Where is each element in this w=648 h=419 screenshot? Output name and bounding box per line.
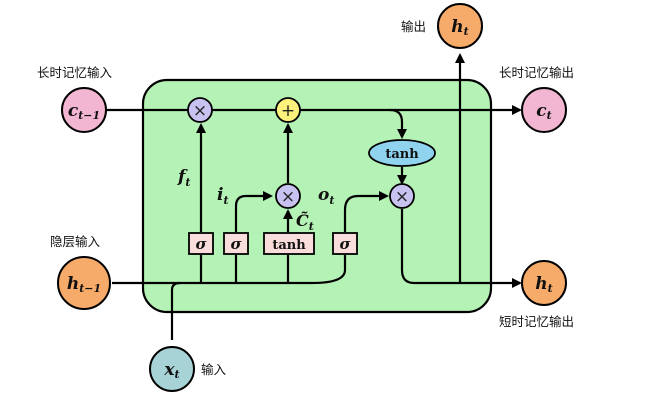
output-sigmoid-box: σ: [332, 232, 358, 255]
svg-text:xt: xt: [163, 360, 179, 381]
caption-long-term-output: 长时记忆输出: [499, 65, 574, 80]
add-symbol: +: [281, 101, 295, 121]
output-gate-label: ot: [318, 185, 334, 207]
caption-output: 输出: [401, 19, 426, 34]
svg-text:ht−1: ht−1: [67, 274, 101, 295]
input-multiply-op: ×: [275, 183, 301, 209]
svg-text:ct: ct: [536, 101, 551, 122]
forget-sigmoid-box: σ: [188, 232, 214, 255]
sigma-label: σ: [195, 235, 207, 253]
multiply-symbol: ×: [395, 187, 409, 207]
forget-multiply-op: ×: [187, 97, 213, 123]
h-top-node: ht: [437, 3, 483, 49]
caption-hidden-input: 隐层输入: [50, 234, 101, 249]
svg-text:ht: ht: [451, 17, 468, 38]
connection-wires: [106, 53, 522, 340]
caption-long-term-input: 长时记忆输入: [37, 65, 113, 80]
caption-input: 输入: [201, 362, 227, 377]
x-input-node: xt: [149, 346, 195, 392]
candidate-label: C̃t: [296, 211, 314, 233]
multiply-symbol: ×: [281, 187, 295, 207]
svg-text:ct−1: ct−1: [68, 101, 100, 122]
sigma-label: σ: [230, 235, 242, 253]
multiply-symbol: ×: [193, 101, 207, 121]
svg-text:ht: ht: [535, 274, 552, 295]
sigma-label: σ: [339, 235, 351, 253]
cell-add-op: +: [275, 97, 301, 123]
candidate-tanh-box: tanh: [263, 232, 315, 255]
c-prev-node: ct−1: [61, 87, 107, 133]
forget-gate-label: ft: [177, 167, 190, 189]
output-multiply-op: ×: [389, 183, 415, 209]
input-sigmoid-box: σ: [223, 232, 249, 255]
tanh-label: tanh: [385, 147, 419, 162]
input-gate-label: it: [217, 185, 229, 207]
h-right-node: ht: [521, 260, 567, 306]
caption-short-term-output: 短时记忆输出: [499, 314, 574, 329]
c-out-node: ct: [521, 87, 567, 133]
tanh-label: tanh: [272, 238, 306, 253]
cell-tanh-ellipse: tanh: [368, 139, 436, 167]
h-prev-node: ht−1: [57, 256, 111, 310]
